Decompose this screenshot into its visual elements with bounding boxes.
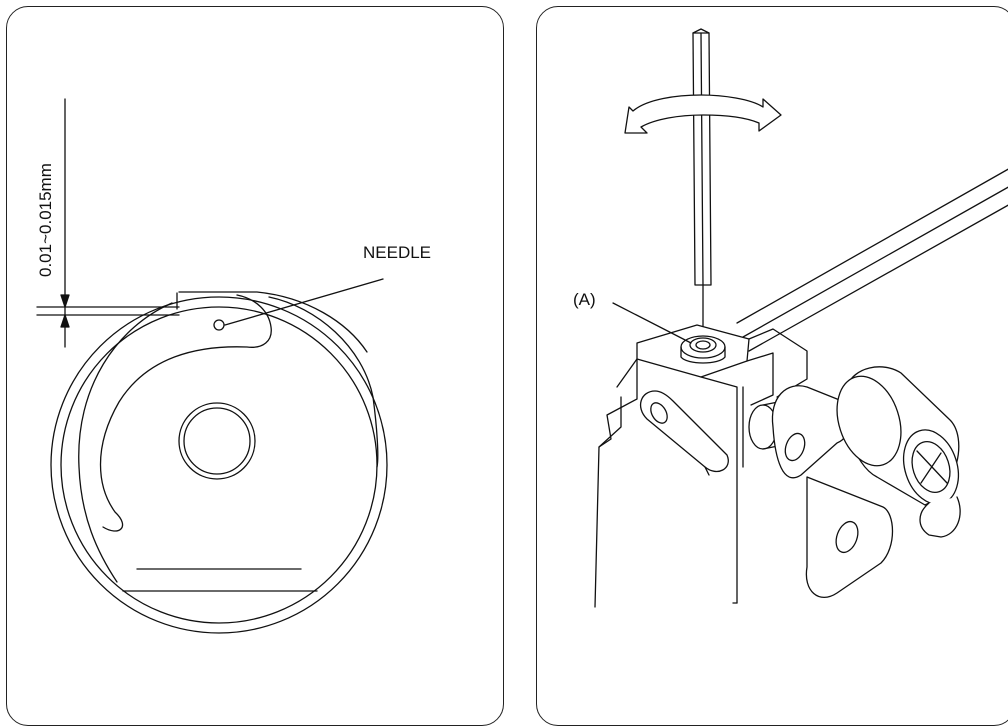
hook-outer-ring: [51, 297, 387, 633]
hook-inner-ring: [61, 307, 377, 623]
hook-clearance-panel: 0.01~0.015mm NEEDLE: [6, 6, 504, 726]
hook-clearance-drawing: [7, 7, 504, 726]
screw-adjustment-drawing: [537, 7, 1008, 726]
rod-shaft: [737, 167, 1008, 351]
hook-shaft-inner: [184, 408, 250, 474]
mounting-block: [595, 325, 807, 607]
gap-dimension-label: 0.01~0.015mm: [36, 163, 55, 277]
bobbin-case-outline: [79, 293, 177, 582]
cylinder-housing: [826, 367, 967, 511]
needle-leader: [225, 279, 383, 325]
left-slot-boss: [641, 391, 729, 475]
gap-arrow-bottom: [61, 315, 69, 327]
gap-arrow-top: [61, 295, 69, 307]
part-a-label: (A): [573, 290, 596, 309]
part-a-leader: [613, 303, 691, 343]
needle-circle: [214, 320, 224, 330]
screw-adjustment-panel: (A): [536, 6, 1008, 726]
adjusting-screw: [681, 336, 725, 363]
needle-label: NEEDLE: [363, 243, 432, 262]
rotation-arrow-icon: [625, 95, 781, 133]
hook-point: [269, 297, 378, 467]
hook-crescent-slot: [101, 292, 368, 531]
hook-shaft-outer: [179, 403, 255, 479]
hex-wrench: [693, 29, 711, 337]
lower-bracket: [806, 477, 960, 597]
